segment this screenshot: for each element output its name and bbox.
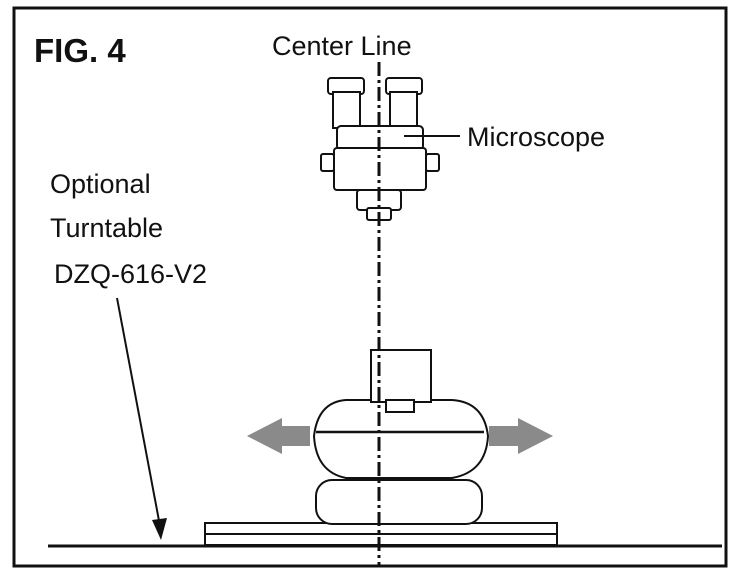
right-arrow-icon — [489, 418, 553, 454]
left-arrow-icon — [247, 418, 310, 454]
turntable-pointer-line — [116, 297, 161, 527]
specimen-block — [370, 349, 432, 403]
turntable-label-line2: Turntable — [50, 213, 163, 243]
holder-body — [312, 399, 490, 479]
figure-frame — [12, 6, 728, 568]
right-focus-knob — [425, 153, 440, 172]
turntable-pointer-arrowhead — [152, 518, 167, 540]
microscope — [320, 77, 440, 221]
turntable-model-label: DZQ-616-V2 — [54, 259, 207, 289]
specimen-clip — [385, 399, 415, 413]
lower-base-block — [315, 479, 483, 525]
microscope-label: Microscope — [467, 122, 605, 152]
left-focus-knob — [320, 153, 335, 172]
left-eyepiece — [332, 91, 361, 129]
turntable-plate — [204, 522, 558, 546]
turntable-label-line1: Optional — [50, 169, 151, 199]
right-eyepiece — [389, 91, 418, 129]
center-line-label: Center Line — [272, 31, 412, 61]
figure-title: FIG. 4 — [34, 32, 126, 69]
